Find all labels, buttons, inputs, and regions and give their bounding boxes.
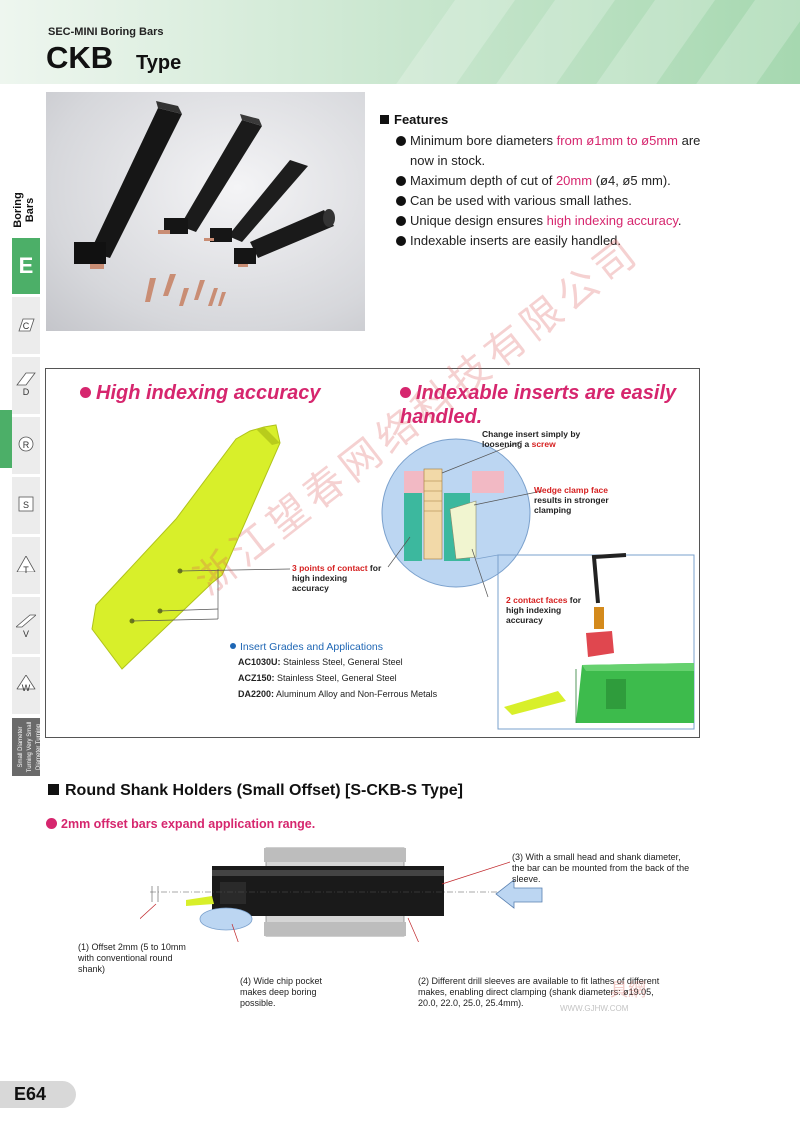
tab-d[interactable]: D <box>12 356 40 414</box>
rhombus-35-icon <box>16 614 36 628</box>
tab-v[interactable]: V <box>12 596 40 654</box>
tab-t[interactable]: T <box>12 536 40 594</box>
features-diagram: High indexing accuracy Indexable inserts… <box>45 368 700 738</box>
round-shank-title: Round Shank Holders (Small Offset) [S-CK… <box>48 782 463 800</box>
note-drill-sleeves: (2) Different drill sleeves are availabl… <box>418 976 660 1008</box>
side-category: Boring Bars <box>12 184 40 236</box>
rhombus-80-icon <box>18 318 35 332</box>
boring-bars-photo <box>74 101 335 306</box>
tab-v-letter: V <box>22 629 29 639</box>
tab-s[interactable]: S <box>12 476 40 534</box>
tab-e-active[interactable]: E <box>12 238 40 294</box>
page-title-suffix: Type <box>136 52 182 74</box>
feature-list: Minimum bore diameters from ø1mm to ø5mm… <box>396 131 726 251</box>
tab-c-letter: C <box>22 321 30 331</box>
diagram-illustration <box>91 424 695 730</box>
tab-w-letter: W <box>21 683 31 693</box>
round-shank-subtitle: 2mm offset bars expand application range… <box>46 817 315 831</box>
grade-row: ACZ150: Stainless Steel, General Steel <box>238 673 397 683</box>
rhombus-55-icon <box>16 372 36 386</box>
bullet-dot-icon <box>46 818 57 829</box>
square-insert-icon <box>18 496 34 512</box>
heading-indexable-inserts: Indexable inserts are easily handled. <box>400 382 677 428</box>
page-number: E64 <box>0 1081 76 1108</box>
side-category-label: Boring Bars <box>12 192 36 228</box>
grade-row: DA2200: Aluminum Alloy and Non-Ferrous M… <box>238 689 438 699</box>
tab-d-letter: D <box>22 387 30 397</box>
product-photo <box>46 92 365 331</box>
tab-small-diameter-label: Small Diameter Turning Very Small Diamet… <box>18 721 42 773</box>
bullet-dot-icon <box>400 387 411 398</box>
callout-3-points: 3 points of contact for high indexing ac… <box>292 563 382 593</box>
feature-item: Maximum depth of cut of 20mm (ø4, ø5 mm)… <box>396 171 726 191</box>
grade-row: AC1030U: Stainless Steel, General Steel <box>238 657 403 667</box>
bullet-dot-icon <box>80 387 91 398</box>
tab-t-letter: T <box>23 565 29 575</box>
tab-r-letter: R <box>22 440 30 450</box>
feature-item: Can be used with various small lathes. <box>396 191 726 211</box>
page-title: CKB <box>46 40 114 75</box>
tab-s-letter: S <box>22 500 29 510</box>
tab-small-diameter[interactable]: Small Diameter Turning Very Small Diamet… <box>12 718 42 776</box>
note-chip-pocket: (4) Wide chip pocket makes deep boring p… <box>240 976 323 1008</box>
round-insert-icon <box>18 436 34 452</box>
series-label: SEC-MINI Boring Bars <box>48 26 164 38</box>
bullet-dot-icon <box>230 643 236 649</box>
feature-item: Minimum bore diameters from ø1mm to ø5mm… <box>396 131 726 171</box>
tab-marker <box>0 410 12 468</box>
callout-wedge-clamp: Wedge clamp face results in stronger cla… <box>534 485 609 515</box>
header-band <box>0 0 800 84</box>
features-heading: Features <box>380 112 448 127</box>
callout-screw: Change insert simply by loosening a scre… <box>482 429 581 449</box>
feature-item: Unique design ensures high indexing accu… <box>396 211 726 231</box>
watermark-url: WWW.GJHW.COM <box>560 1004 629 1013</box>
callout-2-faces: 2 contact faces for high indexing accura… <box>506 595 582 625</box>
square-bullet-icon <box>48 784 59 795</box>
heading-indexing-accuracy: High indexing accuracy <box>80 381 321 405</box>
feature-item: Indexable inserts are easily handled. <box>396 231 726 251</box>
triangle-insert-icon <box>16 556 36 572</box>
note-offset: (1) Offset 2mm (5 to 10mm with conventio… <box>78 942 186 974</box>
note-small-head: (3) With a small head and shank diameter… <box>512 852 690 884</box>
trigon-insert-icon <box>16 675 36 690</box>
watermark-logo: 具網 <box>610 980 646 1000</box>
grades-heading: Insert Grades and Applications <box>230 641 383 653</box>
tab-w[interactable]: W <box>12 656 40 714</box>
round-shank-drawing <box>140 847 543 942</box>
tab-r[interactable]: R <box>12 416 40 474</box>
tab-c[interactable]: C <box>12 296 40 354</box>
square-bullet-icon <box>380 115 389 124</box>
